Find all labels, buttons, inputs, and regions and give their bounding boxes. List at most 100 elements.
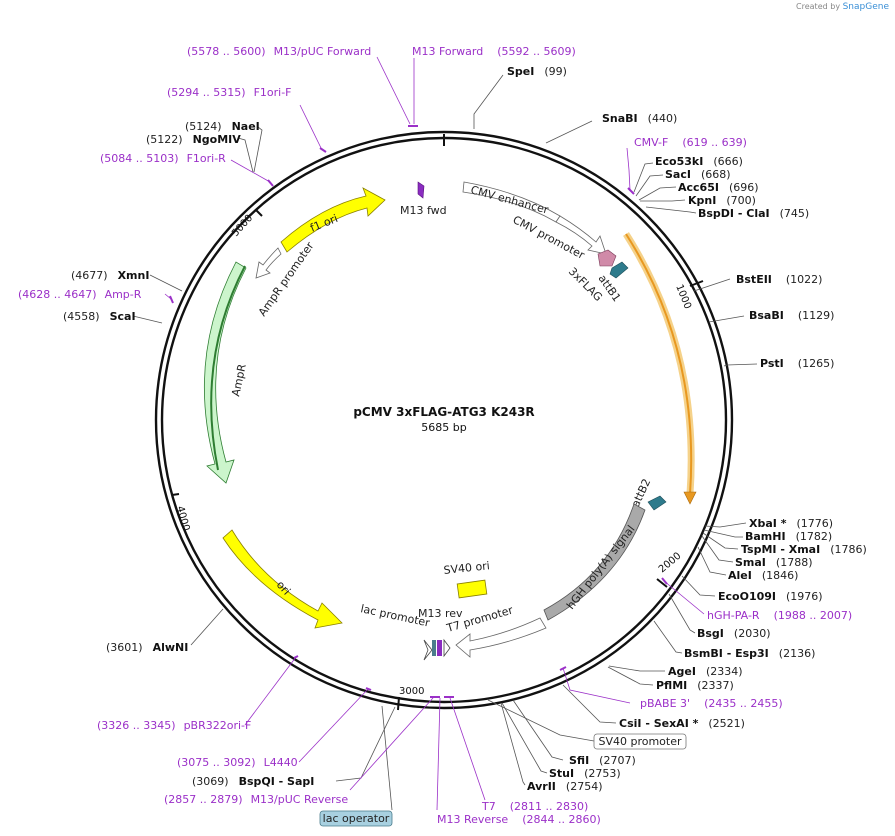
primer-amp-r[interactable]: (4628 .. 4647)Amp-R bbox=[18, 288, 142, 301]
site-kpni[interactable]: KpnI(700) bbox=[688, 194, 756, 207]
site-ngomiv[interactable]: (5122)NgoMIV bbox=[146, 133, 241, 146]
leader-primer-l4440 bbox=[298, 688, 369, 763]
primer-pbabe-3[interactable]: pBABE 3'(2435 .. 2455) bbox=[640, 697, 783, 710]
leader-ecoo109i bbox=[681, 575, 716, 597]
snapgene-brand: Created by SnapGene bbox=[796, 2, 889, 12]
feature-lac-operator[interactable] bbox=[432, 640, 436, 656]
primer-f1ori-f[interactable]: (5294 .. 5315)F1ori-F bbox=[167, 86, 292, 99]
leader-csii bbox=[562, 684, 617, 724]
leader-scai bbox=[132, 315, 163, 324]
site-agei[interactable]: AgeI(2334) bbox=[668, 665, 743, 678]
leader-primer-pbabe bbox=[562, 667, 631, 704]
site-bsmbi-esp3i[interactable]: BsmBI - Esp3I(2136) bbox=[684, 647, 815, 660]
site-tspmi-xmai[interactable]: TspMI - XmaI(1786) bbox=[741, 543, 867, 556]
primer-pbr322ori-f[interactable]: (3326 .. 3345)pBR322ori-F bbox=[97, 719, 251, 732]
feature-ori[interactable] bbox=[222, 529, 343, 629]
feature-cmv-promoter[interactable] bbox=[555, 215, 607, 255]
leader-primer-f1ori-f bbox=[299, 104, 323, 151]
feature-3xflag[interactable] bbox=[597, 249, 617, 267]
feature-ampr[interactable] bbox=[204, 261, 247, 484]
leader-agei bbox=[608, 665, 665, 672]
leader-psti bbox=[723, 363, 758, 367]
site-sfii[interactable]: SfiI(2707) bbox=[569, 754, 636, 767]
feature-attb1[interactable] bbox=[609, 261, 629, 279]
leader-primer-m13-rev bbox=[436, 697, 441, 811]
primer-hgh-pa-r[interactable]: hGH-PA-R(1988 .. 2007) bbox=[707, 609, 852, 622]
site-psti[interactable]: PstI(1265) bbox=[760, 357, 834, 370]
leader-primer-amp-r bbox=[164, 293, 172, 300]
feature-f1-ori[interactable] bbox=[280, 187, 386, 253]
site-xbai[interactable]: XbaI *(1776) bbox=[749, 517, 833, 530]
primer-m13-forward[interactable]: M13 Forward(5592 .. 5609) bbox=[412, 45, 576, 58]
backbone-outer bbox=[154, 130, 734, 710]
tick-label-3000: 3000 bbox=[399, 686, 424, 697]
feature-m13-fwd[interactable] bbox=[417, 181, 425, 199]
site-bsteii[interactable]: BstEII(1022) bbox=[736, 273, 822, 286]
feature-hgh-polya[interactable] bbox=[543, 503, 646, 621]
label-f1-ori: f1 ori bbox=[308, 212, 339, 235]
leader-tspmi bbox=[702, 532, 739, 550]
tick-5000 bbox=[255, 209, 263, 217]
site-alei[interactable]: AleI(1846) bbox=[728, 569, 798, 582]
label-ampr: AmpR bbox=[229, 362, 249, 397]
site-bamhi[interactable]: BamHI(1782) bbox=[745, 530, 832, 543]
sv40-promoter-box[interactable] bbox=[593, 733, 687, 750]
primer-cmv-f[interactable]: CMV-F(619 .. 639) bbox=[634, 136, 747, 149]
site-bspdi-clai[interactable]: BspDI - ClaI(745) bbox=[698, 207, 809, 220]
snapgene-logo-text: SnapGene bbox=[842, 2, 889, 12]
feature-m13-rev[interactable] bbox=[437, 640, 442, 656]
leader-sv40-promoter-box bbox=[487, 699, 595, 742]
leader-primer-hgh-pa-r bbox=[663, 580, 705, 615]
leader-bspdi bbox=[645, 206, 697, 214]
feature-lac-promoter[interactable] bbox=[423, 639, 433, 661]
site-xmni[interactable]: (4677)XmnI bbox=[71, 269, 149, 282]
primer-f1ori-r[interactable]: (5084 .. 5103)F1ori-R bbox=[100, 152, 226, 165]
site-bsgi[interactable]: BsgI(2030) bbox=[697, 627, 770, 640]
leader-primer-t7 bbox=[449, 697, 486, 801]
site-stui[interactable]: StuI(2753) bbox=[549, 767, 621, 780]
leader-bamhi bbox=[703, 529, 743, 538]
site-saci[interactable]: SacI(668) bbox=[665, 168, 731, 181]
leader-lac-operator bbox=[381, 705, 393, 811]
tick-4000 bbox=[171, 493, 180, 496]
site-pflmi[interactable]: PflMI(2337) bbox=[656, 679, 734, 692]
site-smai[interactable]: SmaI(1788) bbox=[735, 556, 812, 569]
site-ecoo109i[interactable]: EcoO109I(1976) bbox=[718, 590, 823, 603]
site-spei[interactable]: SpeI(99) bbox=[507, 65, 567, 78]
feature-ampr-promoter[interactable] bbox=[255, 247, 282, 279]
feature-t7-promoter[interactable] bbox=[443, 638, 451, 658]
leader-primer-cmv-f bbox=[626, 147, 631, 191]
site-bsabi[interactable]: BsaBI(1129) bbox=[749, 309, 834, 322]
primer-m13-puc-reverse[interactable]: (2857 .. 2879)M13/pUC Reverse bbox=[164, 793, 348, 806]
site-eco53ki[interactable]: Eco53kI(666) bbox=[655, 155, 743, 168]
feature-sv40-ori[interactable] bbox=[456, 579, 488, 599]
leader-bspqi bbox=[335, 706, 396, 782]
label-m13-rev: M13 rev bbox=[418, 607, 463, 620]
primer-t7[interactable]: T7(2811 .. 2830) bbox=[481, 800, 588, 813]
label-cmv-enhancer: CMV enhancer bbox=[469, 183, 550, 216]
site-snabi[interactable]: SnaBI(440) bbox=[602, 112, 677, 125]
leader-kpni bbox=[640, 199, 686, 202]
leader-bsgi bbox=[668, 593, 696, 634]
feature-orf[interactable] bbox=[625, 233, 693, 495]
site-csii-sexai[interactable]: CsiI - SexAI *(2521) bbox=[619, 717, 745, 730]
leader-spei bbox=[473, 74, 504, 129]
plasmid-name: pCMV 3xFLAG-ATG3 K243R bbox=[353, 405, 534, 419]
tick-3000 bbox=[397, 696, 400, 711]
site-scai[interactable]: (4558)ScaI bbox=[63, 310, 136, 323]
site-acc65i[interactable]: Acc65I(696) bbox=[678, 181, 759, 194]
primer-l4440[interactable]: (3075 .. 3092)L4440 bbox=[177, 756, 298, 769]
primer-m13-reverse[interactable]: M13 Reverse(2844 .. 2860) bbox=[437, 813, 601, 826]
site-alwni[interactable]: (3601)AlwNI bbox=[106, 641, 188, 654]
label-hgh-polya: hGH poly(A) signal bbox=[564, 523, 637, 612]
site-avrii[interactable]: AvrII(2754) bbox=[527, 780, 602, 793]
feature-attb2[interactable] bbox=[647, 495, 667, 511]
primer-m13-puc-forward[interactable]: (5578 .. 5600)M13/pUC Forward bbox=[187, 45, 371, 58]
leader-primer-pbr322 bbox=[244, 656, 297, 726]
site-bspqi-sapi[interactable]: (3069)BspQI - SapI bbox=[192, 775, 314, 788]
lac-operator-box[interactable] bbox=[319, 810, 393, 827]
feature-sv40-promoter[interactable] bbox=[455, 617, 547, 658]
leader-naei bbox=[253, 126, 263, 173]
site-naei[interactable]: (5124)NaeI bbox=[185, 120, 260, 133]
leader-xmni bbox=[149, 274, 183, 292]
